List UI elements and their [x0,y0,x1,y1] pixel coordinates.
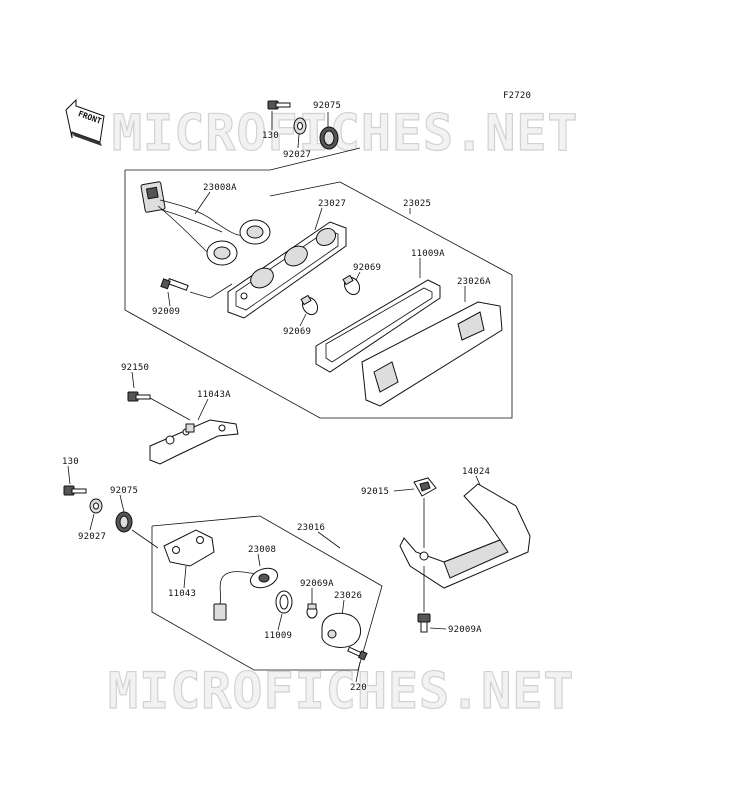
screw-220-icon [347,646,368,661]
label-92015: 92015 [361,487,389,497]
label-11043: 11043 [168,589,196,599]
bulb-92069-top-icon [342,274,361,296]
label-92075-bottom: 92075 [110,486,138,496]
grommet-92075-top-icon [319,126,339,150]
bolt-130-bottom-icon [63,485,87,496]
label-23008: 23008 [248,545,276,555]
gasket-11009A-icon [315,279,441,373]
label-92150: 92150 [121,363,149,373]
label-11009A: 11009A [411,249,445,259]
figure-code: F2720 [503,91,531,101]
nut-92015-icon [413,477,437,497]
collar-92027-bottom-icon [89,498,103,514]
label-92075-top: 92075 [313,101,341,111]
label-23026A: 23026A [457,277,491,287]
assembly-outline-inner [269,181,341,197]
screw-92009-icon [160,278,189,291]
label-14024: 14024 [462,467,490,477]
label-11009: 11009 [264,631,292,641]
label-92069A: 92069A [300,579,334,589]
assembly-leader-grommet [269,147,361,171]
label-220: 220 [350,683,367,693]
bulb-92069A-icon [306,603,318,619]
gasket-11009-icon [275,590,293,614]
bolt-130-top-icon [267,100,291,110]
label-23016: 23016 [297,523,325,533]
watermark-bottom: MICROFICHES.NET [108,662,575,720]
harness-23008-icon [213,567,279,621]
label-23026: 23026 [334,591,362,601]
label-92009: 92009 [152,307,180,317]
label-130-top: 130 [262,131,279,141]
rear-fender-14024-icon [399,483,531,589]
front-arrow-icon: FRONT [65,98,105,146]
lens-23026-icon [321,612,361,648]
label-92009A: 92009A [448,625,482,635]
label-92027-top: 92027 [283,150,311,160]
label-11043A: 11043A [197,390,231,400]
grommet-92075-bottom-icon [115,511,133,533]
label-23008A: 23008A [203,183,237,193]
lamp-housing-23027-icon [227,221,347,319]
screw-92009A-icon [417,613,431,633]
label-92069-top: 92069 [353,263,381,273]
bracket-11043A-icon [149,419,239,465]
label-130-bottom: 130 [62,457,79,467]
lens-23026A-icon [361,301,503,407]
assembly-outline-upper [124,170,513,419]
wiring-harness-23008A-icon [140,181,271,266]
bulb-92069-mid-icon [300,294,319,316]
bracket-11043-icon [163,529,215,567]
collar-92027-top-icon [293,117,307,135]
bolt-92150-icon [127,391,151,402]
label-92027-bottom: 92027 [78,532,106,542]
label-23027: 23027 [318,199,346,209]
label-92069-mid: 92069 [283,327,311,337]
watermark-top: MICROFICHES.NET [112,104,579,162]
label-23025: 23025 [403,199,431,209]
